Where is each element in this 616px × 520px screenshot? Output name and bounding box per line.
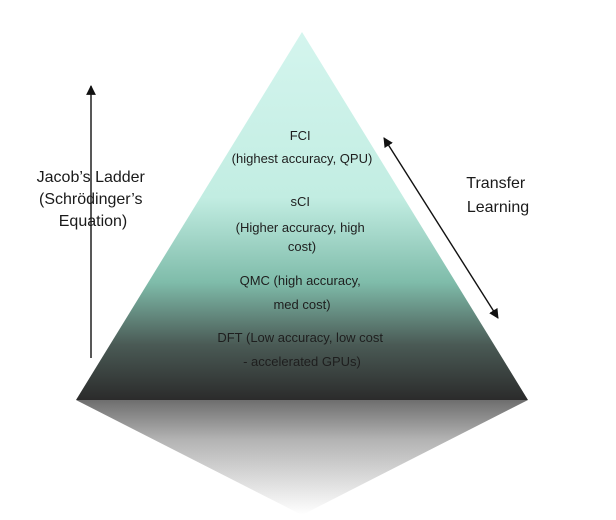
tier-fci-label: FCI (highest accuracy, QPU): [232, 128, 373, 166]
tier-sci-label: sCI (Higher accuracy, high cost): [236, 194, 369, 254]
jacobs-ladder-label: Jacob’s Ladder (Schrödinger’s Equation): [37, 169, 150, 230]
tier-qmc-label: QMC (high accuracy, med cost): [240, 273, 365, 312]
transfer-learning-arrow: [383, 137, 499, 319]
transfer-learning-label: Transfer Learning: [466, 175, 529, 216]
pyramid-reflection: [76, 400, 528, 515]
tier-dft-label: DFT (Low accuracy, low cost - accelerate…: [217, 330, 386, 369]
